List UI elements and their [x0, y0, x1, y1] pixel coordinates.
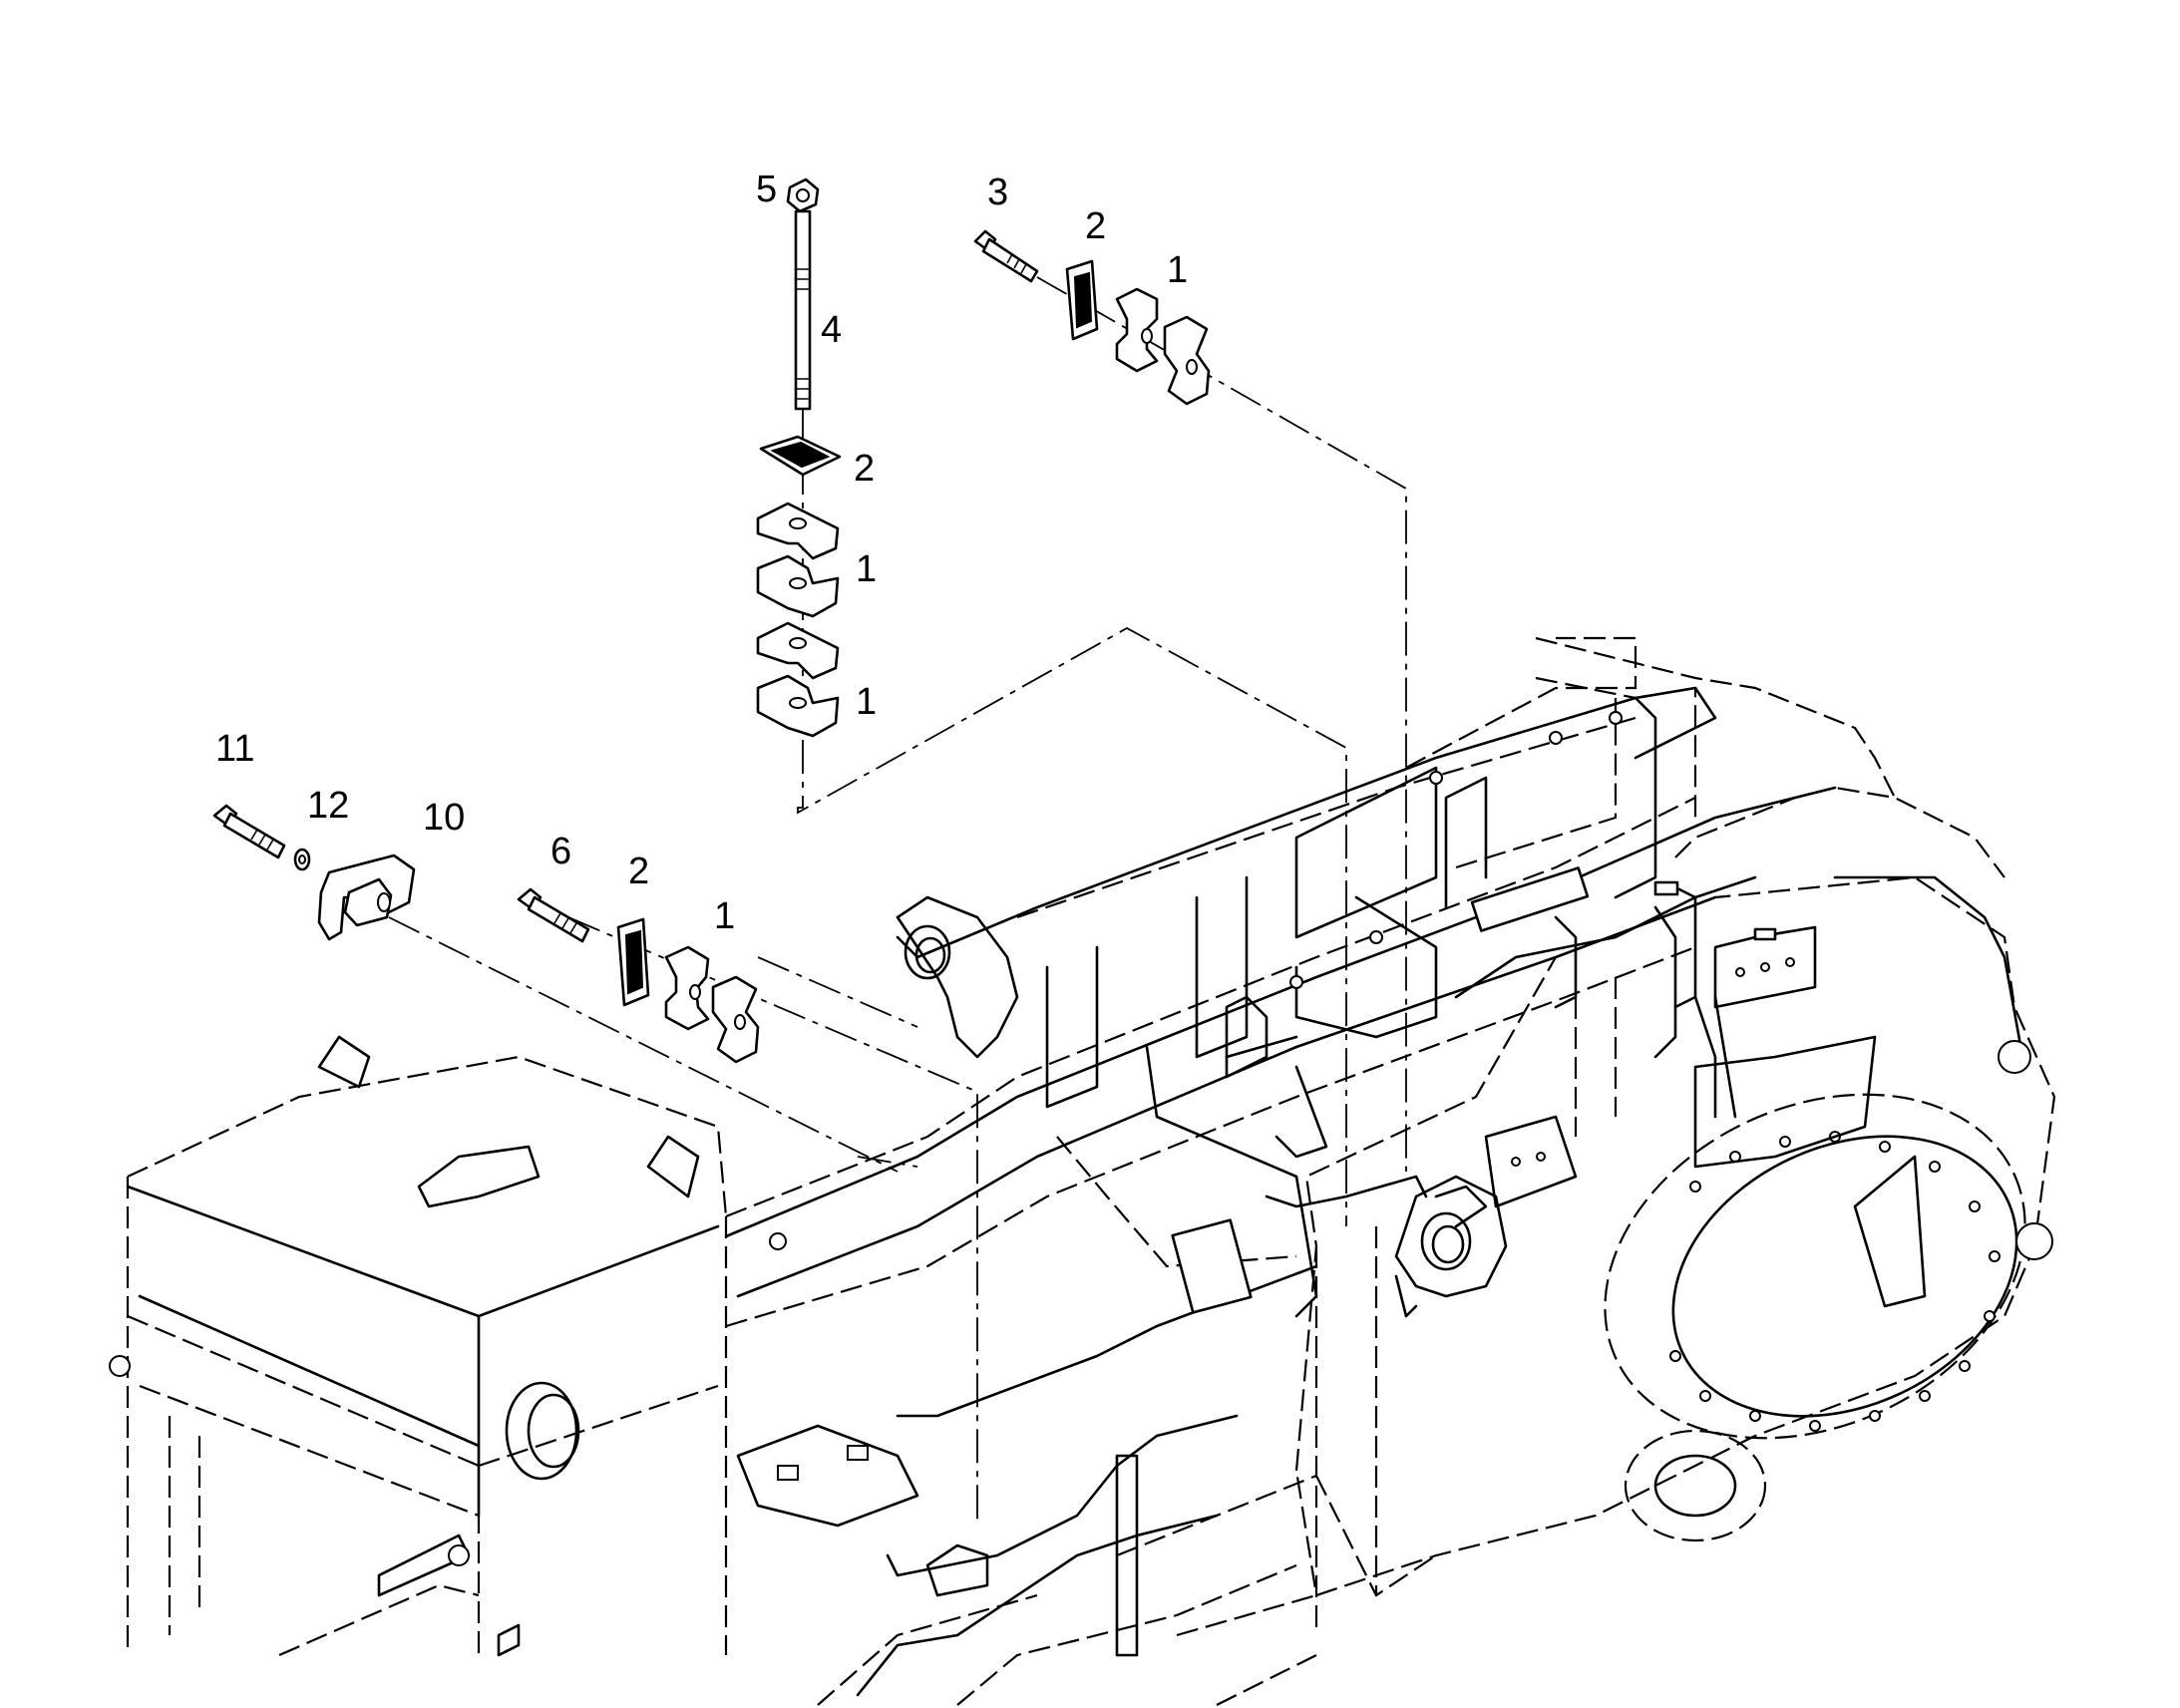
callout-11: 11: [215, 728, 254, 770]
clamp-1-lower-pair: [756, 621, 840, 738]
callout-10: 10: [423, 797, 465, 839]
pivot-eyes: [736, 711, 1623, 1597]
clamp-1-top: [1115, 287, 1211, 406]
stud-4: [794, 209, 812, 411]
gearbox-housing: [1294, 875, 2056, 1597]
washer-12: [293, 848, 311, 871]
bolt-11: [212, 804, 286, 859]
callout-1-mid: 1: [714, 895, 735, 937]
vertical-mount-stack: [756, 177, 1347, 1226]
nut-5: [786, 177, 820, 213]
housing-bolt-circle: [1669, 1131, 2000, 1432]
bolt-3: [973, 229, 1039, 283]
callouts: 5 4 2 1 1 3 2 1 11 12 10 6 2 1: [215, 169, 1188, 937]
callout-1-vertical-upper: 1: [856, 548, 877, 590]
callout-6: 6: [550, 831, 571, 872]
upper-right-frame: [1405, 636, 2005, 1228]
clamp-1-upper-pair: [756, 502, 840, 618]
callout-1-top: 1: [1167, 249, 1188, 291]
left-tank-housing: [109, 1035, 728, 1657]
bracket-10: [317, 854, 416, 941]
clamp-1-mid: [664, 945, 760, 1064]
callout-2-top: 2: [1085, 205, 1106, 247]
top-right-mount: [973, 229, 1407, 1172]
callout-5: 5: [756, 169, 777, 210]
callout-12: 12: [307, 785, 349, 827]
plate-2-top: [1065, 259, 1099, 341]
callout-2-mid: 2: [628, 851, 649, 892]
callout-4: 4: [821, 309, 842, 351]
middle-mount: [517, 887, 978, 1526]
left-mount: [212, 804, 899, 1173]
bolt-6: [517, 887, 590, 943]
plate-2-vertical: [759, 435, 842, 477]
callout-1-vertical-lower: 1: [856, 681, 877, 723]
callout-3: 3: [987, 171, 1008, 213]
plate-2-mid: [616, 917, 650, 1007]
callout-2-vertical: 2: [854, 448, 875, 490]
main-frame: [724, 636, 1896, 1706]
